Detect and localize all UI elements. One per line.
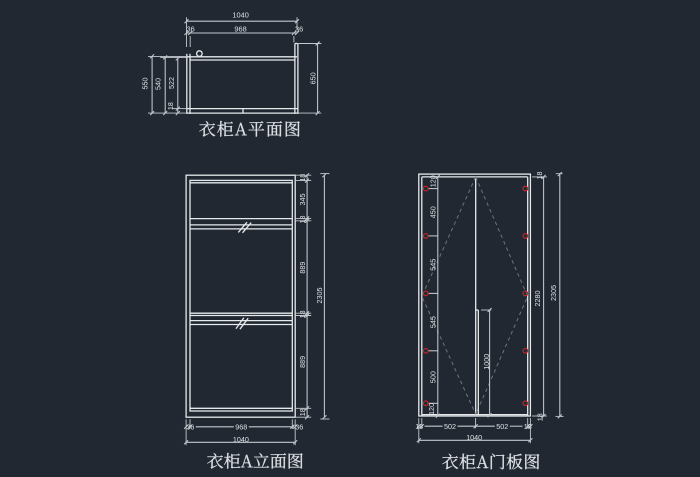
svg-text:345: 345 (298, 194, 307, 206)
svg-text:650: 650 (309, 72, 318, 84)
svg-text:540: 540 (154, 78, 163, 90)
svg-text:502: 502 (496, 422, 508, 431)
svg-text:1040: 1040 (232, 10, 248, 19)
svg-text:1040: 1040 (233, 435, 249, 444)
svg-text:1040: 1040 (466, 433, 482, 442)
svg-text:18: 18 (298, 216, 307, 224)
svg-text:18: 18 (298, 174, 307, 182)
svg-text:545: 545 (428, 259, 437, 271)
svg-text:968: 968 (234, 24, 246, 33)
svg-text:18: 18 (298, 310, 307, 318)
svg-text:18: 18 (535, 172, 544, 180)
svg-text:120: 120 (427, 403, 436, 415)
svg-text:18: 18 (166, 102, 175, 110)
svg-text:36: 36 (186, 24, 194, 33)
svg-text:889: 889 (298, 356, 307, 368)
svg-text:18: 18 (535, 413, 544, 421)
svg-text:36: 36 (295, 422, 303, 431)
svg-text:2280: 2280 (533, 291, 542, 307)
svg-text:2305: 2305 (315, 288, 324, 304)
svg-text:500: 500 (428, 371, 437, 383)
svg-text:545: 545 (428, 316, 437, 328)
svg-text:522: 522 (167, 77, 176, 89)
svg-text:120: 120 (428, 175, 437, 187)
svg-text:889: 889 (298, 262, 307, 274)
svg-text:18: 18 (298, 408, 307, 416)
svg-text:550: 550 (140, 78, 149, 90)
svg-text:450: 450 (428, 206, 437, 218)
svg-text:1000: 1000 (482, 354, 491, 370)
svg-text:502: 502 (444, 422, 456, 431)
svg-text:968: 968 (235, 422, 247, 431)
svg-text:36: 36 (295, 24, 303, 33)
svg-text:2305: 2305 (549, 285, 558, 301)
